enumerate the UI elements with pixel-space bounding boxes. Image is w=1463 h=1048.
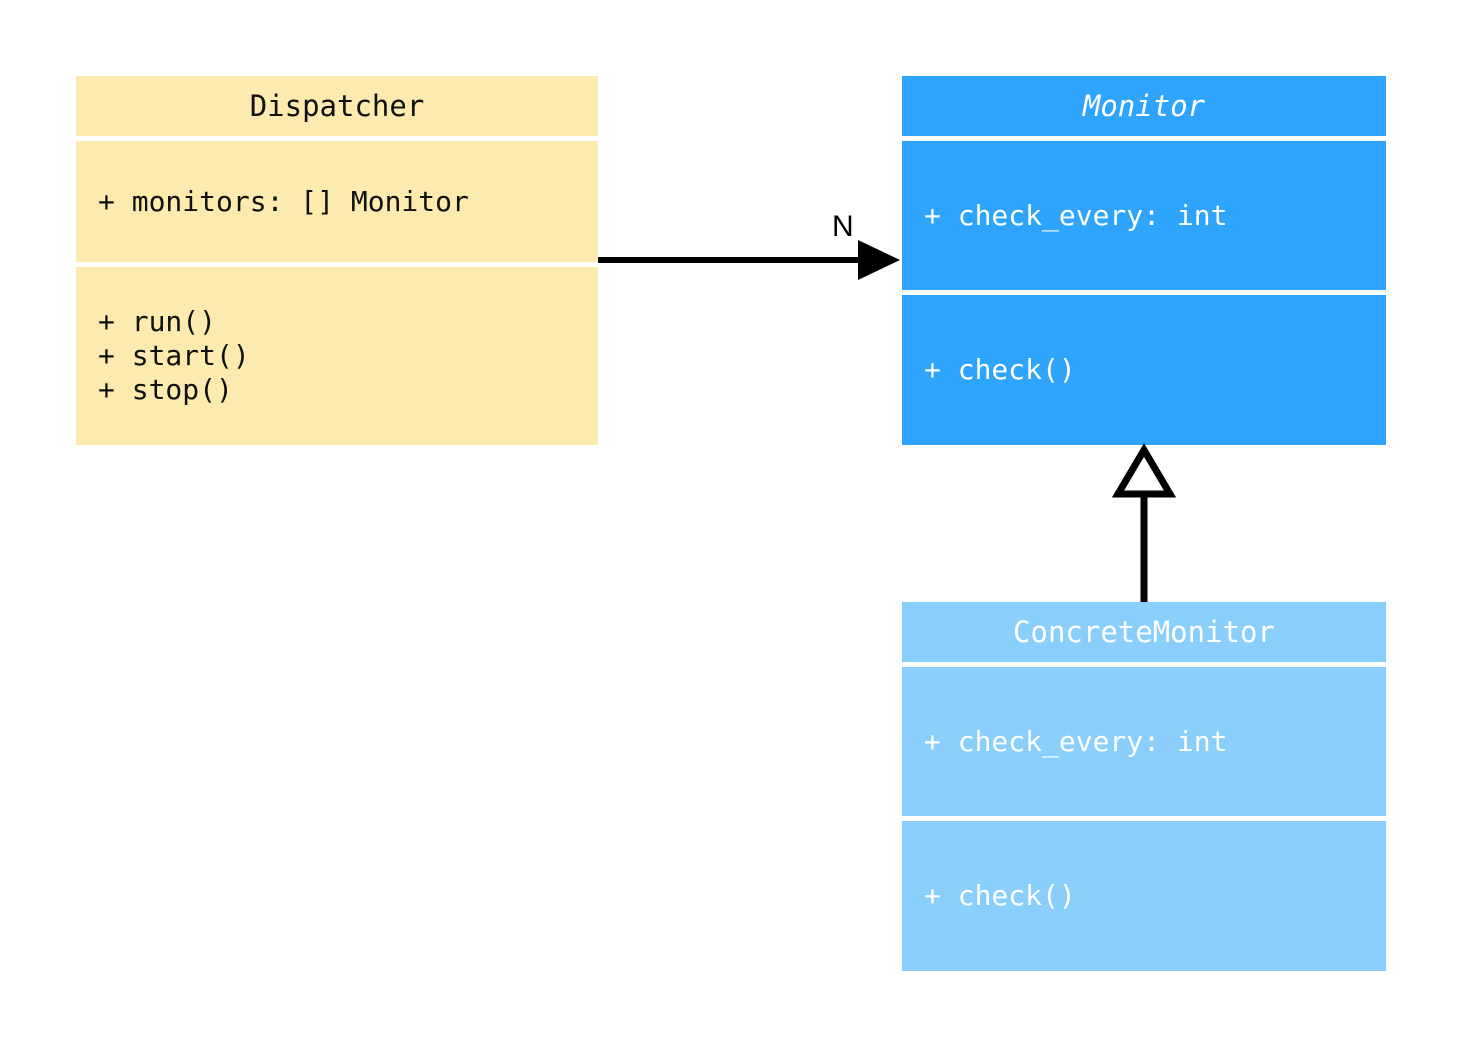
attributes-compartment-concrete-monitor: + check_every: int: [902, 667, 1386, 816]
compartment-divider: [902, 816, 1386, 821]
methods-compartment-monitor: + check(): [902, 295, 1386, 445]
compartment-divider: [902, 662, 1386, 667]
association-dispatcher-monitor: [598, 240, 900, 280]
methods-compartment-dispatcher: + run() + start() + stop(): [76, 267, 598, 445]
method-row: + stop(): [98, 373, 233, 406]
compartment-divider: [902, 136, 1386, 141]
method-row: + start(): [98, 339, 250, 372]
attribute-row: + check_every: int: [924, 198, 1228, 232]
method-row: + run(): [98, 305, 217, 338]
compartment-divider: [76, 136, 598, 141]
method-row: + check(): [924, 353, 1076, 386]
class-box-monitor[interactable]: Monitor + check_every: int + check(): [902, 76, 1386, 445]
association-multiplicity-label: N: [832, 210, 854, 243]
class-title-dispatcher: Dispatcher: [76, 76, 598, 136]
class-box-concrete-monitor[interactable]: ConcreteMonitor + check_every: int + che…: [902, 602, 1386, 971]
methods-compartment-concrete-monitor: + check(): [902, 821, 1386, 971]
attribute-row: + check_every: int: [924, 724, 1228, 758]
filled-triangle-arrowhead-icon: [858, 240, 900, 280]
hollow-triangle-arrowhead-icon: [1111, 443, 1177, 498]
class-title-monitor: Monitor: [902, 76, 1386, 136]
compartment-divider: [902, 290, 1386, 295]
method-row: + check(): [924, 879, 1076, 912]
class-box-dispatcher[interactable]: Dispatcher + monitors: [] Monitor + run(…: [76, 76, 598, 445]
attributes-compartment-monitor: + check_every: int: [902, 141, 1386, 290]
class-title-concrete-monitor: ConcreteMonitor: [902, 602, 1386, 662]
attributes-compartment-dispatcher: + monitors: [] Monitor: [76, 141, 598, 262]
compartment-divider: [76, 262, 598, 267]
attribute-row: + monitors: [] Monitor: [98, 184, 469, 218]
generalization-concrete-monitor-monitor: [1111, 443, 1177, 602]
